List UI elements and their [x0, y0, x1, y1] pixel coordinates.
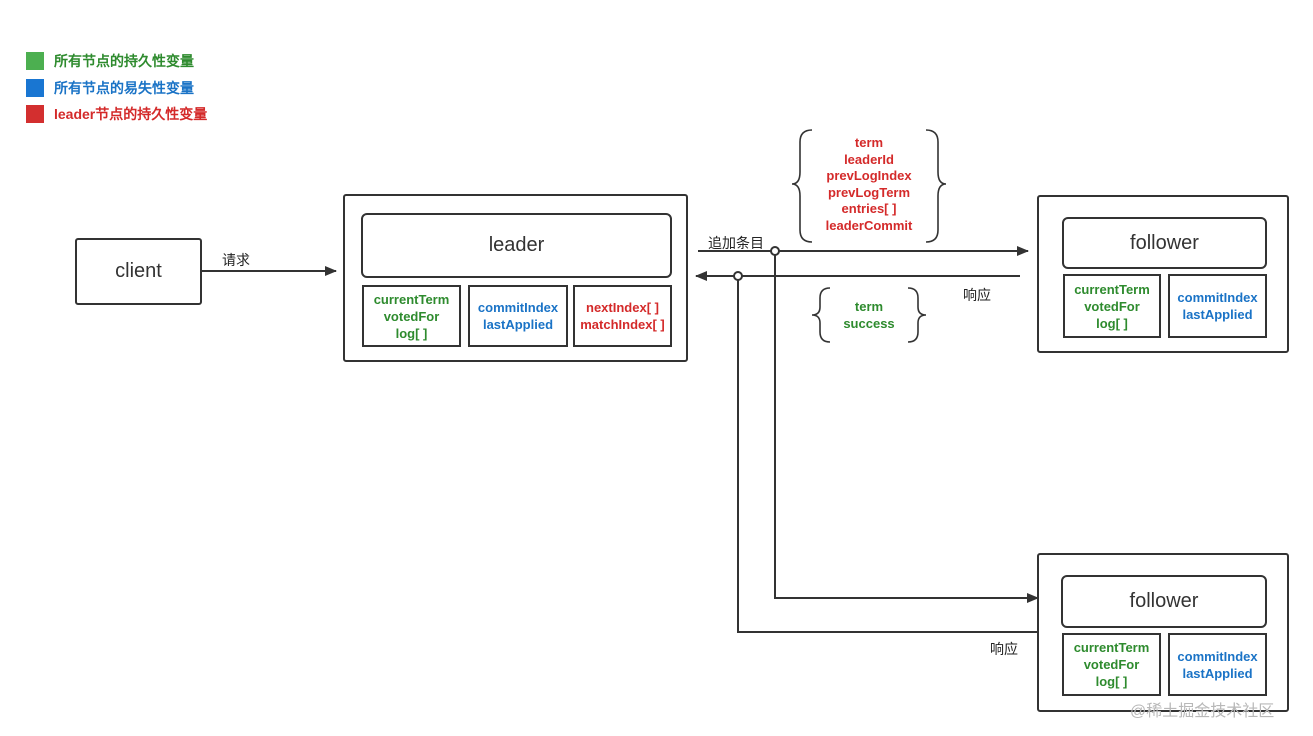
var-log: log[ ] — [1095, 674, 1128, 689]
follower-persistent-vars: currentTerm votedFor log[ ] — [1062, 633, 1161, 696]
follower-persistent-vars: currentTerm votedFor log[ ] — [1063, 274, 1161, 338]
legend-label: 所有节点的持久性变量 — [54, 53, 194, 69]
response-brace-left — [811, 287, 831, 343]
leader-node: leader currentTerm votedFor log[ ] commi… — [343, 194, 688, 362]
append-args-brace-left — [791, 129, 813, 243]
var-log: log[ ] — [1096, 315, 1128, 331]
response-arrow-branch — [737, 276, 1037, 633]
var-commit-index: commitIndex — [1177, 290, 1258, 305]
arg-entries: entries[ ] — [841, 201, 897, 216]
var-commit-index: commitIndex — [477, 300, 559, 315]
follower-title: follower — [1130, 231, 1199, 254]
request-label: 请求 — [222, 252, 250, 268]
legend-swatch-blue — [26, 79, 44, 97]
follower-title-box: follower — [1062, 217, 1267, 269]
append-args: term leaderId prevLogIndex prevLogTerm e… — [809, 135, 929, 234]
arg-leader-id: leaderId — [844, 151, 894, 167]
follower-volatile-vars: commitIndex lastApplied — [1168, 274, 1267, 338]
leader-persistent-vars: currentTerm votedFor log[ ] — [362, 285, 461, 347]
legend-item-leader-persistent: leader节点的持久性变量 — [26, 105, 207, 123]
follower-node: follower currentTerm votedFor log[ ] com… — [1037, 553, 1289, 712]
arg-prev-log-index: prevLogIndex — [826, 168, 912, 183]
follower-title-box: follower — [1061, 575, 1267, 628]
watermark: @稀土掘金技术社区 — [1130, 703, 1275, 720]
client-label: client — [115, 260, 162, 282]
var-next-index: nextIndex[ ] — [586, 300, 659, 315]
var-last-applied: lastApplied — [482, 317, 554, 332]
legend-label: 所有节点的易失性变量 — [54, 80, 194, 96]
arg-prev-log-term: prevLogTerm — [827, 184, 911, 200]
legend-label: leader节点的持久性变量 — [54, 106, 208, 122]
var-commit-index: commitIndex — [1177, 648, 1258, 664]
var-voted-for: votedFor — [1083, 657, 1140, 672]
response-junction — [733, 271, 743, 281]
follower-volatile-vars: commitIndex lastApplied — [1168, 633, 1267, 696]
leader-state-vars: nextIndex[ ] matchIndex[ ] — [573, 285, 672, 347]
var-current-term: currentTerm — [1074, 281, 1150, 297]
legend-item-persistent-all: 所有节点的持久性变量 — [26, 52, 194, 70]
follower-node: follower currentTerm votedFor log[ ] com… — [1037, 195, 1289, 353]
resp-term: term — [854, 299, 884, 314]
legend-swatch-red — [26, 105, 44, 123]
response-label-bottom: 响应 — [990, 641, 1018, 657]
var-voted-for: votedFor — [1084, 298, 1140, 314]
resp-success: success — [843, 315, 895, 331]
client-node: client — [75, 238, 202, 305]
response-label-top: 响应 — [963, 287, 991, 303]
leader-volatile-vars: commitIndex lastApplied — [468, 285, 568, 347]
var-current-term: currentTerm — [1073, 640, 1150, 655]
append-arrow-branch — [774, 251, 1039, 603]
response-fields: term success — [829, 299, 909, 332]
var-last-applied: lastApplied — [1182, 665, 1253, 681]
append-junction — [770, 246, 780, 256]
response-brace-right — [907, 287, 927, 343]
leader-title-box: leader — [361, 213, 672, 278]
var-current-term: currentTerm — [373, 291, 450, 307]
append-entries-label: 追加条目 — [708, 235, 764, 251]
var-last-applied: lastApplied — [1182, 307, 1253, 322]
arg-leader-commit: leaderCommit — [825, 217, 913, 233]
legend-swatch-green — [26, 52, 44, 70]
var-voted-for: votedFor — [383, 308, 440, 324]
var-log: log[ ] — [395, 325, 428, 341]
leader-title: leader — [488, 234, 545, 256]
legend-item-volatile-all: 所有节点的易失性变量 — [26, 79, 194, 97]
arg-term: term — [854, 135, 884, 150]
var-match-index: matchIndex[ ] — [580, 317, 665, 332]
append-args-brace-right — [925, 129, 947, 243]
follower-title: follower — [1129, 590, 1199, 612]
